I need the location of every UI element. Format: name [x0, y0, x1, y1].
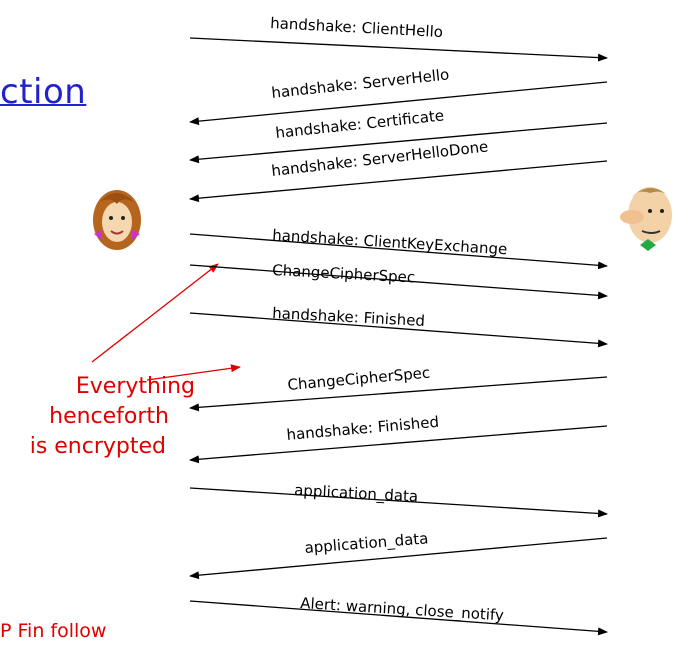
message-arrow-8 — [189, 376, 608, 412]
message-label-2: handshake: ServerHello — [271, 65, 451, 102]
message-arrow-6 — [189, 264, 608, 300]
message-label-5: handshake: ClientKeyExchange — [272, 226, 508, 258]
message-label-11: application_data — [304, 529, 429, 558]
girl-face-icon — [93, 190, 141, 250]
encryption-note-line-3: is encrypted — [29, 434, 166, 459]
slide-title-fragment: ction — [0, 72, 87, 112]
bottom-text-fragment: P Fin follow — [0, 620, 107, 642]
message-arrow-11 — [189, 537, 608, 580]
encryption-note-line-1: Everything — [75, 374, 195, 399]
message-arrow-4 — [189, 160, 608, 203]
message-arrow-12 — [189, 600, 608, 636]
encryption-note-line-2: henceforth — [49, 404, 169, 429]
message-label-7: handshake: Finished — [272, 304, 426, 330]
message-label-12: Alert: warning, close_notify — [300, 594, 505, 625]
pointer-to-server-ccs — [146, 364, 241, 381]
message-arrow-2 — [189, 81, 608, 126]
message-label-10: application_data — [294, 481, 419, 506]
message-label-8: ChangeCipherSpec — [287, 364, 431, 394]
man-face-icon — [620, 187, 672, 251]
message-label-1: handshake: ClientHello — [270, 14, 444, 41]
message-label-6: ChangeCipherSpec — [272, 261, 416, 286]
message-arrow-9 — [189, 425, 608, 464]
message-arrow-1 — [189, 37, 608, 62]
message-arrow-5 — [189, 233, 608, 270]
pointer-to-client-ccs — [91, 263, 219, 363]
message-label-9: handshake: Finished — [286, 413, 440, 444]
message-arrow-10 — [189, 487, 608, 518]
message-arrow-7 — [189, 312, 608, 348]
message-arrow-3 — [189, 122, 608, 164]
